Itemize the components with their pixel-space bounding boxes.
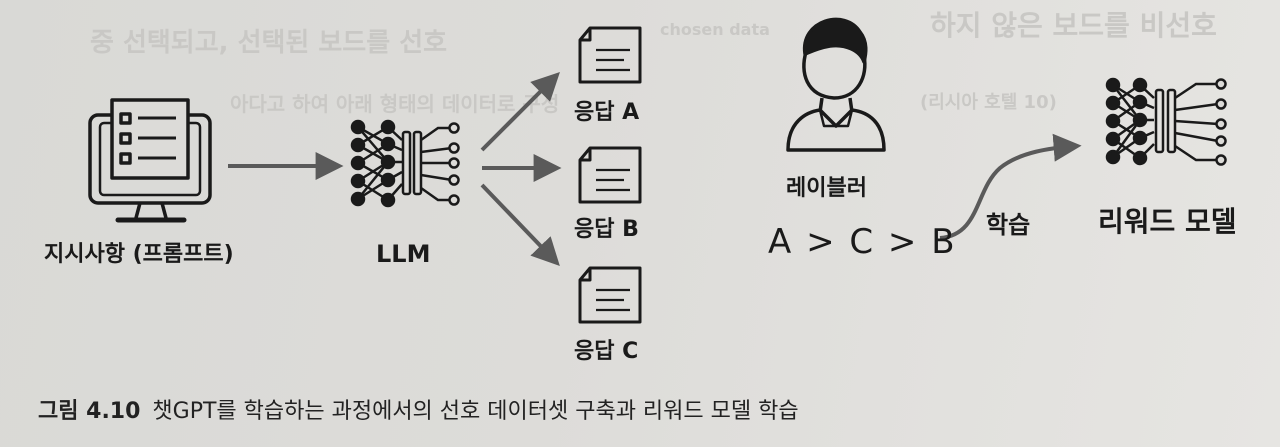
bleed-through-line-1: 중 선택되고, 선택된 보드를 선호 xyxy=(90,28,448,58)
bleed-through-line-2b: (리시아 호텔 10) xyxy=(920,92,1057,113)
document-icon-c xyxy=(578,266,642,324)
document-icon-b xyxy=(578,146,642,204)
labeler-person-icon xyxy=(786,17,886,152)
bleed-through-line-1c: 하지 않은 보드를 비선호 xyxy=(930,9,1217,42)
arrow-llm-to-response-c xyxy=(480,183,560,267)
reward-model-label: 리워드 모델 xyxy=(1098,205,1237,238)
ranking-label: A > C > B xyxy=(768,222,957,262)
reward-model-network-icon xyxy=(1105,77,1227,166)
llm-network-icon xyxy=(350,119,460,208)
bleed-through-line-1b: chosen data xyxy=(660,20,770,39)
figure-number: 그림 4.10 xyxy=(38,399,141,424)
bleed-through-line-2: 아다고 하여 아래 형태의 데이터로 구성 xyxy=(230,92,560,116)
response-b-label: 응답 B xyxy=(574,217,639,242)
figure-caption: 그림 4.10 챗GPT를 학습하는 과정에서의 선호 데이터셋 구축과 리워드 … xyxy=(38,393,799,425)
computer-icon xyxy=(88,98,212,223)
response-c-label: 응답 C xyxy=(574,339,639,364)
document-icon-a xyxy=(578,26,642,84)
arrow-labeler-to-reward-model xyxy=(939,133,1082,240)
response-a-label: 응답 A xyxy=(574,100,640,125)
prompt-label: 지시사항 (프롬프트) xyxy=(44,242,234,267)
labeler-label: 레이블러 xyxy=(786,176,867,201)
figure-caption-text: 챗GPT를 학습하는 과정에서의 선호 데이터셋 구축과 리워드 모델 학습 xyxy=(152,399,799,424)
arrow-llm-to-response-a xyxy=(480,72,560,152)
llm-label: LLM xyxy=(376,240,431,268)
train-label: 학습 xyxy=(986,211,1031,239)
